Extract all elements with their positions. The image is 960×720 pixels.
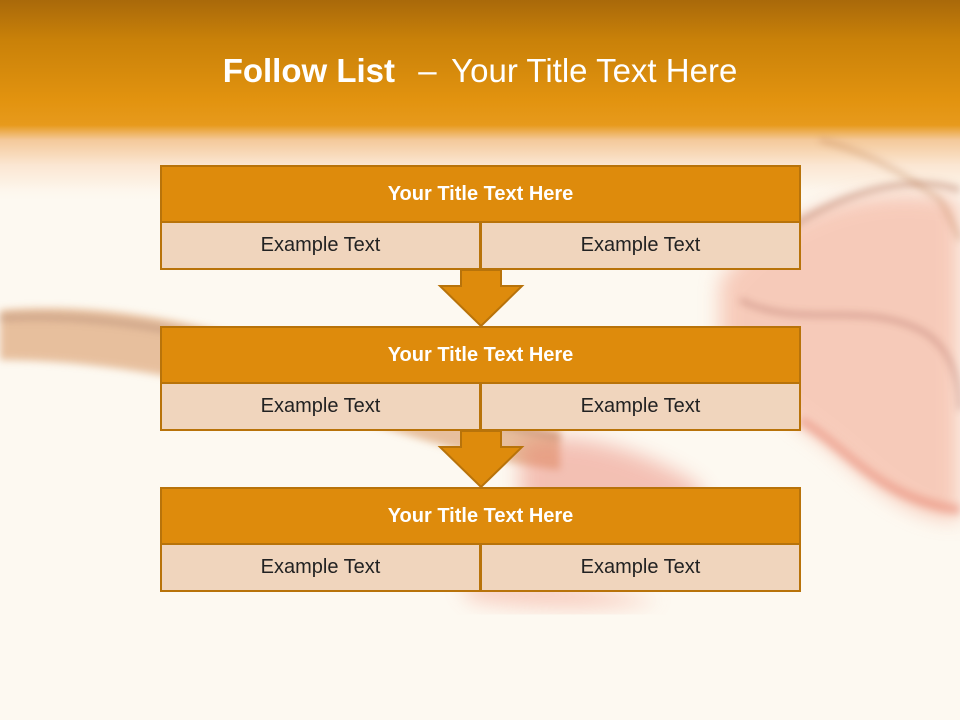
block-cell-left: Example Text — [160, 382, 481, 431]
slide-title: Follow List – Your Title Text Here — [0, 52, 960, 90]
block-cell-right: Example Text — [480, 382, 801, 431]
slide-title-dash: – — [418, 52, 437, 89]
down-arrow-icon — [437, 269, 525, 328]
block-cell-right: Example Text — [480, 543, 801, 592]
block-title: Your Title Text Here — [160, 326, 801, 384]
block-title: Your Title Text Here — [160, 165, 801, 223]
down-arrow-icon — [437, 430, 525, 489]
slide-title-bold: Follow List — [222, 52, 396, 89]
block-cell-right: Example Text — [480, 221, 801, 270]
block-cell-left: Example Text — [160, 221, 481, 270]
slide-title-rest: Your Title Text Here — [451, 52, 738, 89]
block-title: Your Title Text Here — [160, 487, 801, 545]
block-cell-left: Example Text — [160, 543, 481, 592]
